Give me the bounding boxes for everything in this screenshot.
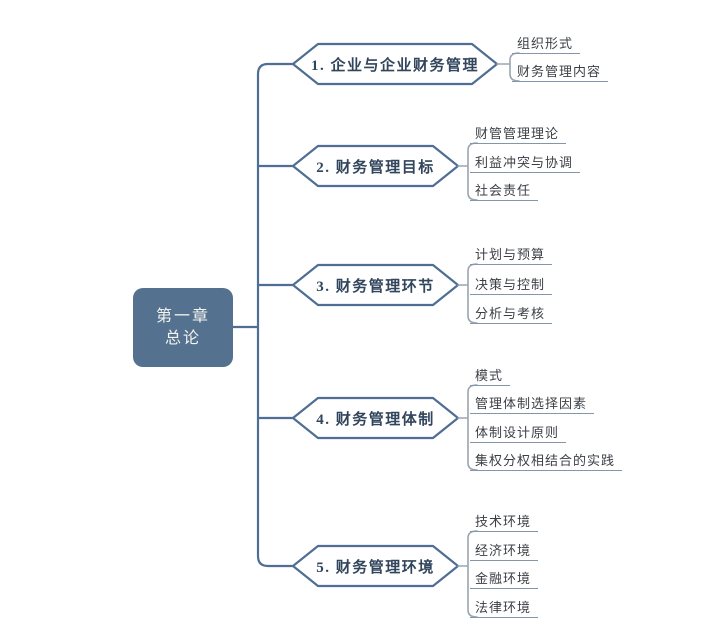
subtopic-label: 财务管理内容 (512, 63, 609, 82)
subtopic-label: 利益冲突与协调 (470, 154, 581, 173)
subtopic-label: 法律环境 (470, 599, 539, 618)
branch-node-2: 2. 财务管理目标 (316, 159, 435, 176)
subtopic-label: 模式 (470, 367, 511, 386)
trunk-lines (231, 62, 295, 568)
subtopic-label: 决策与控制 (470, 276, 553, 295)
subtopic-label: 分析与考核 (470, 305, 553, 324)
branch-hexagons (291, 42, 499, 588)
subtopic-label: 技术环境 (470, 513, 539, 532)
subtopic-label: 体制设计原则 (470, 424, 567, 443)
subtopic-label: 组织形式 (512, 35, 581, 54)
root-title-line1: 第一章 (155, 307, 210, 325)
root-node: 第一章 总论 (133, 288, 233, 367)
subtopic-label: 计划与预算 (470, 246, 553, 265)
subtopic-label: 金融环境 (470, 570, 539, 589)
subtopic-label: 管理体制选择因素 (470, 395, 595, 414)
root-title-line2: 总论 (164, 329, 201, 347)
subtopic-label: 财管管理理论 (470, 125, 567, 144)
branch-node-3: 3. 财务管理环节 (316, 278, 435, 295)
subtopic-label: 集权分权相结合的实践 (470, 452, 623, 471)
branch-node-1: 1. 企业与企业财务管理 (310, 57, 479, 74)
branch-node-5: 5. 财务管理环境 (316, 559, 435, 576)
branch-node-4: 4. 财务管理体制 (316, 411, 435, 428)
subtopic-label: 社会责任 (470, 182, 539, 201)
subtopic-label: 经济环境 (470, 542, 539, 561)
